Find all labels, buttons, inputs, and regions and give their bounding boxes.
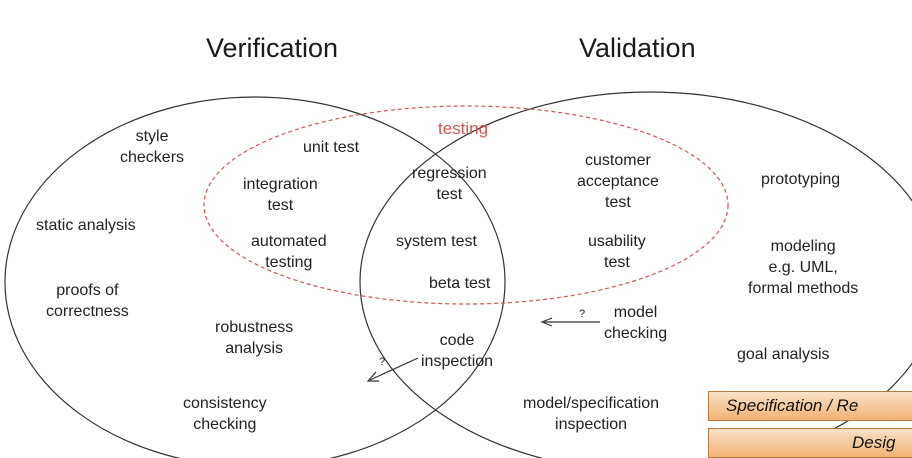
testing-ellipse [203,105,729,305]
arrowhead-model-checking [540,317,553,327]
system-test-label: system test [396,233,477,250]
design-bar: Desig [708,428,912,458]
specification-bar-label: Specification / Re [726,396,859,415]
specification-bar: Specification / Re [708,391,912,421]
validation-title: Validation [579,33,696,63]
prototyping-label: prototyping [761,171,841,188]
beta-test-label: beta test [429,275,491,292]
question-mark-code-inspection: ? [379,356,386,368]
question-mark-model-checking: ? [579,308,586,320]
testing-label: testing [438,119,489,138]
static-analysis-label: static analysis [36,217,136,234]
design-bar-label: Desig [852,433,896,452]
verification-circle [4,96,506,458]
arrowhead-code-inspection [366,371,379,382]
verification-title: Verification [206,33,339,63]
goal-analysis-label: goal analysis [737,346,830,363]
validation-circle [359,91,912,458]
unit-test-label: unit test [303,139,360,156]
arrow-code-inspection [369,357,419,381]
